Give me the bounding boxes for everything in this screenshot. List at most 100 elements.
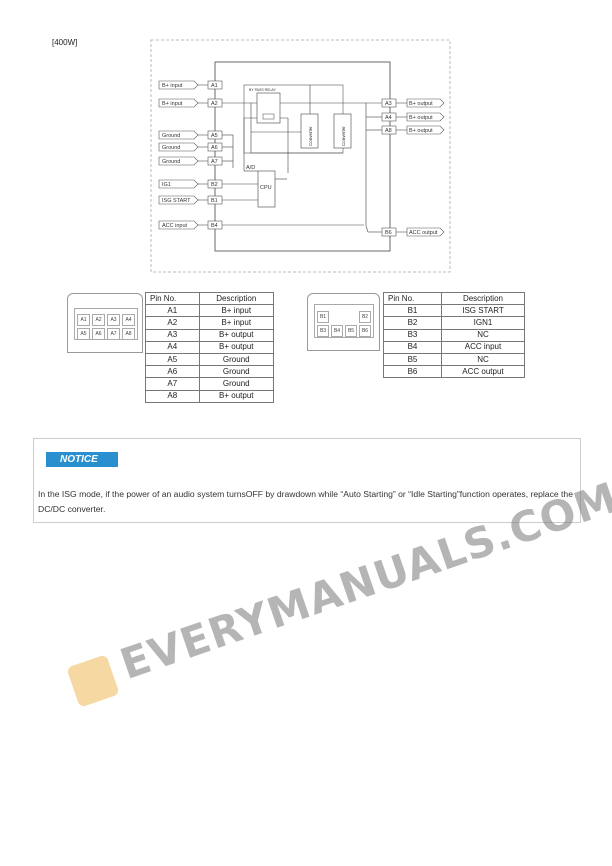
pin-label: A8: [385, 128, 392, 134]
pin-cell: B4: [383, 340, 442, 354]
pin-label: A3: [385, 101, 392, 107]
col-description: Description: [440, 291, 526, 306]
description-cell: B+ input: [198, 304, 275, 318]
pin-label: B4: [211, 223, 218, 229]
connector-pin: A1: [77, 314, 90, 326]
pin-label: B6: [385, 230, 392, 236]
output-label: B+ output: [409, 101, 433, 107]
col-pin-no: Pin No.: [145, 291, 200, 306]
pin-label: A4: [385, 115, 392, 121]
pin-label: A2: [211, 101, 218, 107]
input-label: B+ input: [162, 83, 183, 89]
connector-pin: A3: [107, 314, 120, 326]
description-cell: ACC output: [440, 365, 526, 379]
converter-1: [300, 113, 319, 149]
input-label: Ground: [162, 159, 180, 165]
dcdc-converter-circuit-diagram: BY PASS RELAY Converter Converter CPU A/…: [150, 39, 451, 273]
cpu-label: CPU: [260, 185, 272, 191]
connector-pin: A5: [77, 328, 90, 340]
input-label: ACC input: [162, 223, 188, 229]
pin-cell: A1: [145, 304, 200, 318]
pin-cell: B5: [383, 352, 442, 367]
output-B6: B6 ACC output: [381, 227, 445, 237]
notice-box: NOTICE In the ISG mode, if the power of …: [33, 438, 581, 523]
pin-cell: A7: [145, 377, 200, 391]
input-B4: ACC input B4: [158, 220, 223, 230]
description-cell: Ground: [198, 352, 275, 367]
description-cell: IGN1: [440, 316, 526, 330]
description-cell: ACC input: [440, 340, 526, 354]
output-A4: A4 B+ output: [381, 112, 445, 122]
converter-2: [333, 113, 352, 149]
connector-pin: B1: [317, 311, 329, 323]
diagram-caption: [400W]: [52, 38, 78, 47]
input-A6: Ground A6: [158, 142, 223, 152]
pin-cell: B2: [383, 316, 442, 330]
connector-pin: B5: [345, 325, 357, 337]
cpu-block: [257, 170, 276, 208]
description-cell: NC: [440, 328, 526, 342]
pin-cell: B1: [383, 304, 442, 318]
description-cell: Ground: [198, 377, 275, 391]
description-cell: NC: [440, 352, 526, 367]
pin-label: A6: [211, 145, 218, 151]
output-label: ACC output: [409, 230, 438, 236]
input-label: B+ input: [162, 101, 183, 107]
description-cell: B+ output: [198, 328, 275, 342]
pin-label: A5: [211, 133, 218, 139]
notice-badge: NOTICE: [46, 452, 118, 467]
input-A2: B+ input A2: [158, 98, 223, 108]
input-label: IG1: [162, 182, 171, 188]
output-A8: A8 B+ output: [381, 125, 445, 135]
description-cell: Ground: [198, 365, 275, 379]
input-B2: IG1 B2: [158, 179, 223, 189]
input-A1: B+ input A1: [158, 80, 223, 90]
input-label: ISG START: [162, 198, 191, 204]
converter-1-label: Converter: [308, 126, 313, 146]
pin-label: B2: [211, 182, 218, 188]
connector-pin: B4: [331, 325, 343, 337]
col-pin-no: Pin No.: [383, 291, 442, 306]
connector-pin: B3: [317, 325, 329, 337]
converter-2-label: Converter: [341, 126, 346, 146]
input-label: Ground: [162, 145, 180, 151]
col-description: Description: [198, 291, 275, 306]
output-label: B+ output: [409, 115, 433, 121]
output-A3: A3 B+ output: [381, 98, 445, 108]
connector-pin: A4: [122, 314, 135, 326]
pin-cell: A6: [145, 365, 200, 379]
pin-cell: B6: [383, 365, 442, 379]
description-cell: B+ output: [198, 389, 275, 403]
description-cell: B+ output: [198, 340, 275, 354]
connector-pin: A2: [92, 314, 105, 326]
input-A5: Ground A5: [158, 130, 223, 140]
input-label: Ground: [162, 133, 180, 139]
pin-cell: A3: [145, 328, 200, 342]
pin-label: A1: [211, 83, 218, 89]
pin-label: B1: [211, 198, 218, 204]
description-cell: ISG START: [440, 304, 526, 318]
watermark-logo: [66, 654, 120, 708]
input-B1: ISG START B1: [158, 195, 223, 205]
ad-label: A/D: [246, 165, 255, 171]
pin-cell: A8: [145, 389, 200, 403]
notice-text: In the ISG mode, if the power of an audi…: [38, 489, 573, 514]
connector-pin: B2: [359, 311, 371, 323]
output-label: B+ output: [409, 128, 433, 134]
